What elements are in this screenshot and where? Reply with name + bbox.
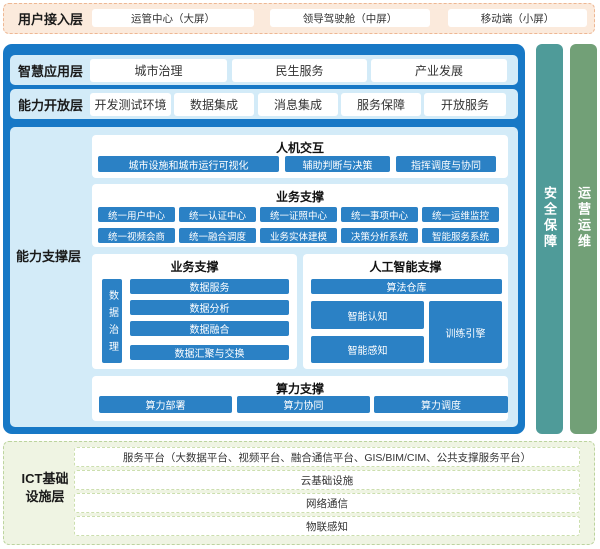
- user-access-item: 运管中心（大屏）: [92, 9, 254, 27]
- smart-app-label: 智慧应用层: [18, 63, 84, 79]
- business-item: 决策分析系统: [341, 228, 418, 243]
- support-layer-label: 能力支撑层: [16, 248, 82, 264]
- open-layer-item: 数据集成: [174, 93, 254, 116]
- ict-item: 网络通信: [74, 493, 580, 513]
- ai-cognition: 智能认知: [311, 301, 424, 329]
- smart-app-item: 民生服务: [232, 59, 367, 82]
- panel-business-title: 业务支撑: [275, 190, 324, 204]
- layer-user-access: 用户接入层 运管中心（大屏） 领导驾驶舱（中屏） 移动端（小屏）: [3, 3, 595, 34]
- panel-hmi-title: 人机交互: [275, 141, 324, 155]
- panel-computing-support: 算力支撑 算力部署 算力协同 算力调度: [92, 376, 508, 421]
- ict-item: 服务平台（大数据平台、视频平台、融合通信平台、GIS/BIM/CIM、公共支撑服…: [74, 447, 580, 467]
- layer-ict-infrastructure: ICT基础设施层 服务平台（大数据平台、视频平台、融合通信平台、GIS/BIM/…: [3, 441, 595, 545]
- data-item: 数据分析: [130, 300, 289, 315]
- security-assurance-bar: 安全保障: [536, 44, 563, 434]
- open-layer-item: 开发测试环境: [90, 93, 171, 116]
- smart-app-item: 城市治理: [90, 59, 227, 82]
- smart-app-item: 产业发展: [371, 59, 507, 82]
- computing-item: 算力部署: [99, 396, 232, 413]
- hmi-item: 辅助判断与决策: [285, 156, 390, 172]
- ai-training: 训练引擎: [429, 301, 502, 363]
- ai-warehouse: 算法仓库: [311, 279, 502, 294]
- panel-ai-support: 人工智能支撑 算法仓库 智能认知 训练引擎 智能感知: [303, 254, 508, 369]
- business-item: 统一证照中心: [260, 207, 337, 222]
- ict-label: ICT基础设施层: [21, 471, 69, 504]
- data-item: 数据汇聚与交换: [130, 345, 289, 360]
- layer-capability-support: 能力支撑层 人机交互 城市设施和城市运行可视化 辅助判断与决策 指挥调度与协同 …: [10, 127, 518, 427]
- data-item: 数据服务: [130, 279, 289, 294]
- open-layer-label: 能力开放层: [18, 97, 84, 113]
- panel-data-support: 业务支撑 数据治理 数据服务 数据分析 数据融合 数据汇聚与交换: [92, 254, 297, 369]
- data-governance-bar: 数据治理: [102, 279, 122, 363]
- business-item: 统一视频会商: [98, 228, 175, 243]
- layer-smart-application: 智慧应用层 城市治理 民生服务 产业发展: [10, 55, 518, 85]
- business-item: 统一用户中心: [98, 207, 175, 222]
- panel-business-support: 业务支撑 统一用户中心 统一认证中心 统一证照中心 统一事项中心 统一运维监控 …: [92, 184, 508, 247]
- layer-capability-open: 能力开放层 开发测试环境 数据集成 消息集成 服务保障 开放服务: [10, 89, 518, 119]
- panel-data-title: 业务支撑: [170, 260, 219, 274]
- platform-container: 智慧应用层 城市治理 民生服务 产业发展 能力开放层 开发测试环境 数据集成 消…: [3, 44, 525, 434]
- operations-bar: 运营运维: [570, 44, 597, 434]
- user-access-label: 用户接入层: [18, 11, 84, 27]
- computing-item: 算力调度: [374, 396, 508, 413]
- open-layer-item: 消息集成: [258, 93, 338, 116]
- business-item: 统一事项中心: [341, 207, 418, 222]
- hmi-item: 城市设施和城市运行可视化: [98, 156, 279, 172]
- open-layer-item: 服务保障: [341, 93, 421, 116]
- panel-hmi: 人机交互 城市设施和城市运行可视化 辅助判断与决策 指挥调度与协同: [92, 135, 508, 178]
- ict-item: 物联感知: [74, 516, 580, 536]
- data-item: 数据融合: [130, 321, 289, 336]
- ai-perception: 智能感知: [311, 336, 424, 363]
- user-access-item: 领导驾驶舱（中屏）: [270, 9, 430, 27]
- user-access-item: 移动端（小屏）: [448, 9, 587, 27]
- business-item: 业务实体建模: [260, 228, 337, 243]
- computing-item: 算力协同: [237, 396, 370, 413]
- open-layer-item: 开放服务: [424, 93, 506, 116]
- business-item: 智能服务系统: [422, 228, 499, 243]
- business-item: 统一融合调度: [179, 228, 256, 243]
- business-item: 统一运维监控: [422, 207, 499, 222]
- ict-item: 云基础设施: [74, 470, 580, 490]
- hmi-item: 指挥调度与协同: [396, 156, 496, 172]
- panel-computing-title: 算力支撑: [275, 382, 324, 396]
- business-item: 统一认证中心: [179, 207, 256, 222]
- panel-ai-title: 人工智能支撑: [369, 260, 442, 274]
